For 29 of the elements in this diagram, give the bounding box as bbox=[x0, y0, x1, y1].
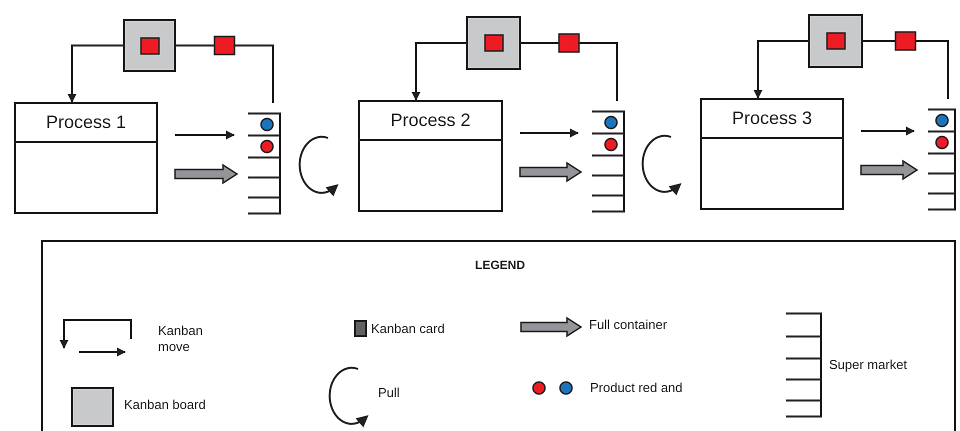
kanban-move-arrow bbox=[520, 128, 579, 138]
supermarket-drawing bbox=[592, 110, 625, 212]
process-label: Process 2 bbox=[390, 110, 471, 131]
full-container-arrow bbox=[174, 164, 238, 184]
process-box bbox=[700, 98, 844, 210]
kanban-board bbox=[123, 19, 176, 72]
legend-label: Pull bbox=[378, 385, 401, 401]
legend-label: Super market bbox=[829, 357, 908, 373]
legend-label: Product red and bbox=[590, 380, 684, 396]
legend-label: Kanban move bbox=[158, 323, 204, 355]
process-box bbox=[358, 100, 503, 212]
kanban-move-arrow bbox=[175, 130, 235, 140]
full-container-arrow bbox=[519, 162, 582, 182]
process-label: Process 3 bbox=[732, 108, 812, 129]
kanban-board bbox=[466, 16, 521, 70]
full-container-arrow bbox=[860, 160, 918, 180]
kanban-move-arrow bbox=[68, 44, 123, 103]
supermarket-drawing bbox=[928, 108, 956, 210]
kanban-move-arrow bbox=[412, 42, 466, 101]
legend-label: Kanban card bbox=[371, 321, 446, 337]
kanban-move-arrow bbox=[861, 126, 915, 136]
kanban-move-arrow bbox=[754, 40, 808, 99]
legend-label: Kanban board bbox=[124, 397, 207, 413]
legend-label: Full container bbox=[589, 317, 668, 333]
process-label: Process 1 bbox=[46, 112, 126, 133]
legend-title: LEGEND bbox=[474, 258, 526, 272]
supermarket-drawing bbox=[248, 112, 281, 214]
kanban-board bbox=[808, 14, 863, 68]
process-box bbox=[14, 102, 158, 214]
